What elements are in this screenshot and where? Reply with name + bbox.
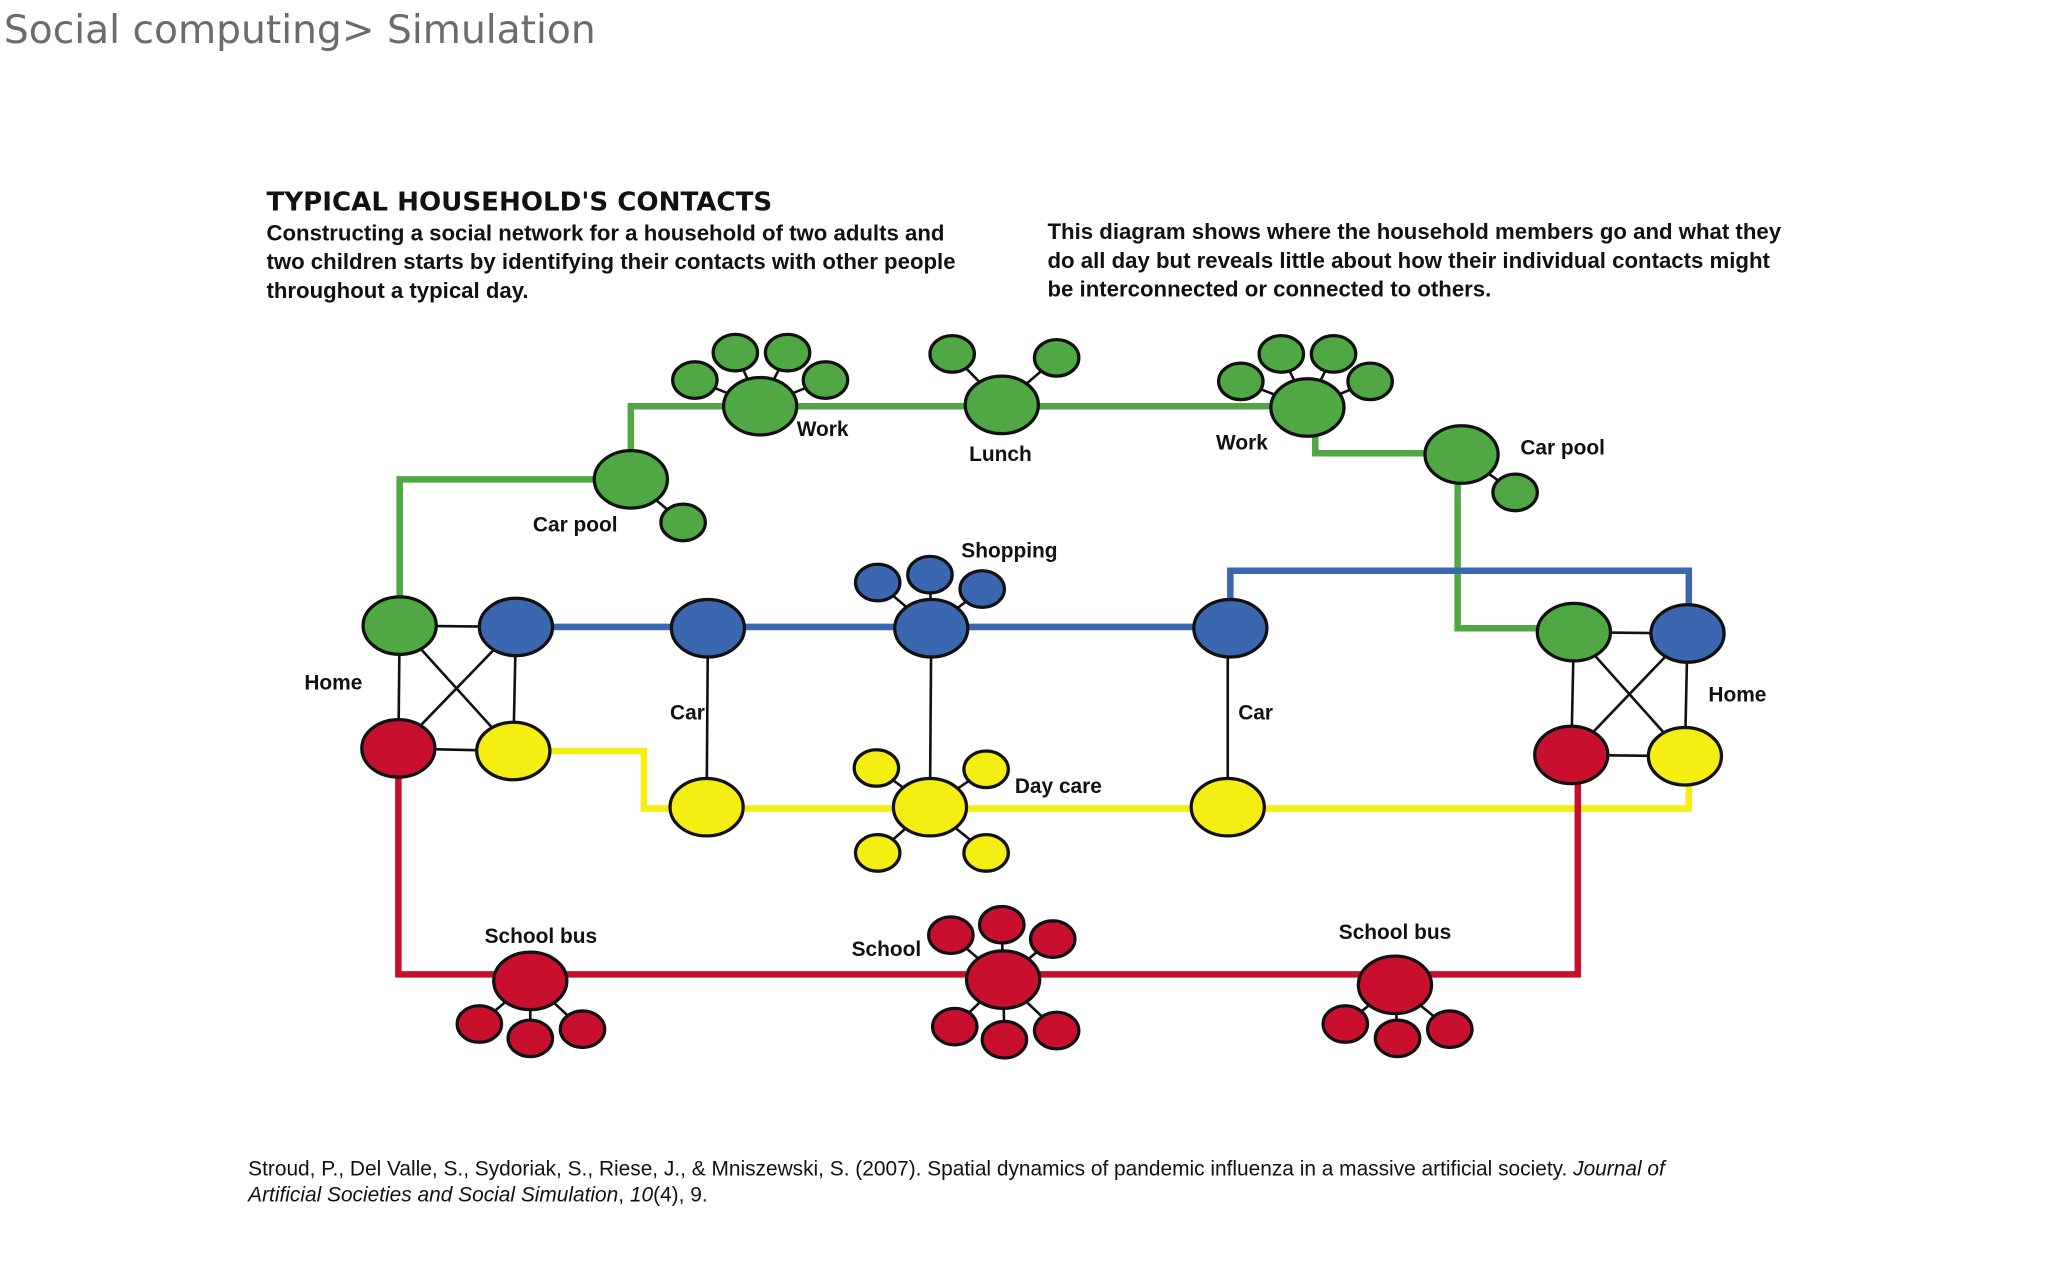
home-left-adult-blue <box>477 596 555 658</box>
citation-line-1: Stroud, P., Del Valle, S., Sydoriak, S.,… <box>248 1158 1667 1181</box>
daycare-node <box>891 776 969 838</box>
green-route <box>1454 470 1574 632</box>
carpool-right-node <box>1423 424 1500 485</box>
contact-node <box>927 915 975 956</box>
contact-node <box>763 332 812 373</box>
home-right-child-yellow <box>1646 725 1724 787</box>
contact-node <box>928 334 976 374</box>
car-right-blue-node <box>1192 597 1269 659</box>
contact-node <box>958 569 1007 609</box>
contact-node <box>1028 919 1077 960</box>
label-shopping: Shopping <box>961 540 1057 563</box>
contact-node <box>1309 334 1358 374</box>
contact-node <box>977 904 1026 945</box>
contact-node <box>1032 1010 1081 1051</box>
label-car-right: Car <box>1238 702 1273 725</box>
contact-node <box>659 502 707 543</box>
contact-node <box>962 749 1010 790</box>
lunch-node <box>963 374 1040 436</box>
schoolbus-left-node <box>492 950 569 1012</box>
label-carpool-right: Car pool <box>1520 437 1605 460</box>
note-line: be interconnected or connected to others… <box>1048 276 1492 301</box>
contact-node <box>801 360 850 400</box>
label-work-right: Work <box>1216 431 1268 454</box>
car-left-yellow-node <box>668 776 745 838</box>
car-left-blue-node <box>669 597 747 659</box>
contact-node <box>1257 334 1306 374</box>
car-right-yellow-node <box>1189 776 1266 838</box>
contact-node <box>852 748 901 788</box>
label-schoolbus-right: School bus <box>1339 921 1452 944</box>
label-schoolbus-left: School bus <box>485 925 597 948</box>
carpool-left-node <box>592 448 670 510</box>
contact-node <box>1491 472 1539 513</box>
intro-line: Constructing a social network for a hous… <box>266 220 944 245</box>
label-home-right: Home <box>1708 683 1766 706</box>
figure-title: TYPICAL HOUSEHOLD'S CONTACTS <box>266 187 772 217</box>
contact-node <box>1425 1009 1474 1050</box>
work-left-node <box>721 375 799 437</box>
note-line: This diagram shows where the household m… <box>1048 219 1782 244</box>
school-node <box>964 949 1042 1010</box>
shopping-node <box>893 597 970 659</box>
note-line: do all day but reveals little about how … <box>1048 248 1771 273</box>
contact-node <box>906 554 954 595</box>
citation-line-2: Artificial Societies and Social Simulati… <box>246 1184 708 1207</box>
contact-node <box>930 1006 979 1047</box>
yellow-route <box>513 747 1693 812</box>
label-carpool-left: Car pool <box>533 514 618 537</box>
contact-node <box>558 1009 607 1050</box>
home-right-adult-green <box>1535 601 1613 663</box>
contact-node <box>1216 361 1265 402</box>
contact-node <box>1032 337 1081 378</box>
label-daycare: Day care <box>1015 775 1102 798</box>
green-route <box>396 476 631 626</box>
intro-line: throughout a typical day. <box>266 278 528 303</box>
intro-line: two children starts by identifying their… <box>266 249 955 274</box>
contact-node <box>853 832 902 873</box>
contact-node <box>455 1004 504 1044</box>
label-work-left: Work <box>797 418 849 441</box>
label-car-left: Car <box>670 702 705 725</box>
contact-node <box>1321 1004 1370 1044</box>
contact-node <box>1373 1018 1422 1059</box>
contact-node <box>853 562 902 603</box>
home-right-adult-blue <box>1649 603 1726 664</box>
label-school: School <box>852 938 922 961</box>
home-left-child-yellow <box>475 720 552 782</box>
breadcrumb: Social computing> Simulation <box>4 8 596 53</box>
work-right-node <box>1269 377 1346 438</box>
contact-node <box>980 1019 1029 1060</box>
home-right-child-red <box>1533 724 1610 786</box>
label-home-left: Home <box>304 672 362 695</box>
network-nodes <box>360 332 1726 1060</box>
home-left-child-red <box>360 718 437 779</box>
schoolbus-right-node <box>1356 954 1434 1016</box>
contact-node <box>962 832 1010 873</box>
contact-node <box>711 332 760 373</box>
contact-node <box>671 360 719 400</box>
contact-node <box>506 1018 555 1059</box>
label-lunch: Lunch <box>969 443 1032 466</box>
blue-route <box>1227 567 1693 634</box>
home-left-adult-green <box>361 595 438 656</box>
contact-node <box>1346 361 1394 402</box>
